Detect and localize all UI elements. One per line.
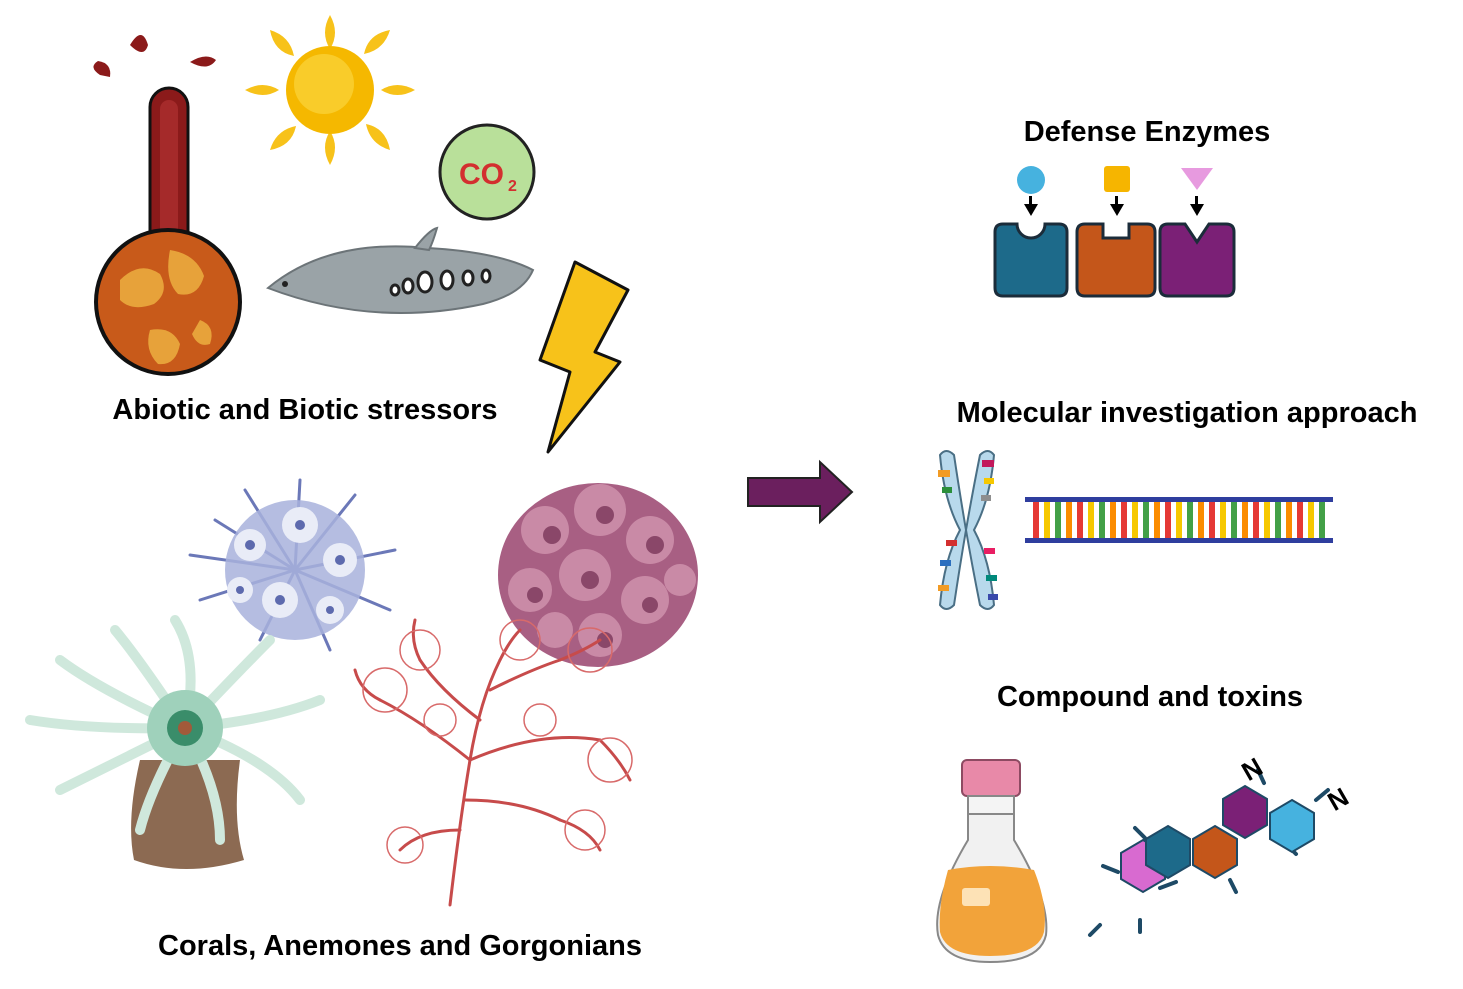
- flask-icon: [936, 759, 1048, 964]
- fish-icon: [266, 226, 535, 314]
- compounds-label: Compound and toxins: [997, 681, 1303, 713]
- coral-blue-icon: [188, 478, 397, 652]
- molecule-icon: N N: [1088, 751, 1354, 937]
- co2-text: CO: [459, 158, 504, 191]
- flow-arrow-icon: [747, 459, 854, 525]
- enzymes-label: Defense Enzymes: [1024, 116, 1271, 148]
- organisms-label: Corals, Anemones and Gorgonians: [158, 930, 642, 962]
- dna-icon: [1025, 497, 1333, 543]
- co2-subscript: 2: [508, 178, 517, 195]
- coral-pink-icon: [498, 483, 698, 667]
- lightning-icon: [538, 260, 630, 454]
- co2-icon: CO 2: [438, 123, 536, 221]
- gorgonian-branch-mesh: [362, 619, 633, 864]
- anemone-icon: [25, 615, 325, 869]
- enzymes-icon: [993, 166, 1236, 298]
- gorgonian-icon: [353, 618, 632, 907]
- chromosome-icon: [938, 450, 998, 610]
- stressors-label: Abiotic and Biotic stressors: [112, 394, 497, 426]
- thermometer-icon: [93, 35, 242, 376]
- sun-icon: [245, 15, 415, 165]
- nitrogen-label-right: N: [1322, 781, 1353, 816]
- molecular-label: Molecular investigation approach: [957, 397, 1418, 429]
